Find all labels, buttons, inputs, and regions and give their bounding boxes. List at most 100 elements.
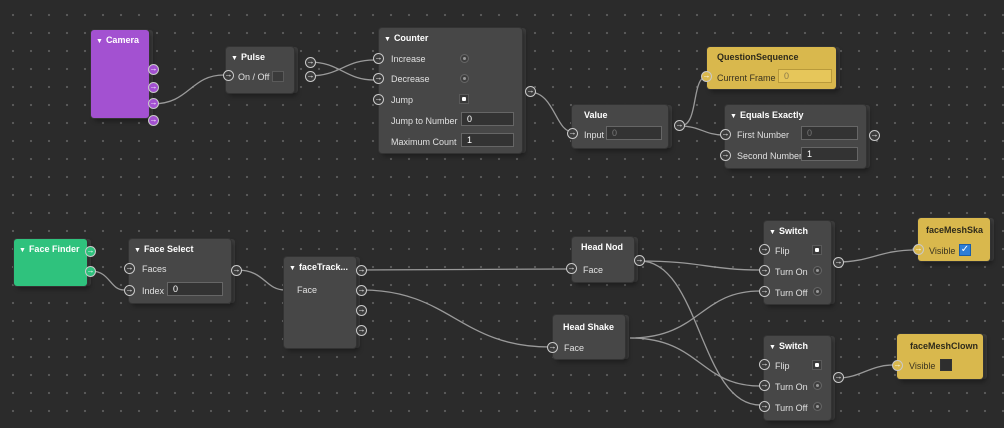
counter-increase-port[interactable]: → [373, 53, 384, 64]
switch-2-turn-on-indicator [813, 381, 822, 390]
pulse-on-off-label: On / Off [238, 72, 270, 82]
collapse-triangle-icon[interactable]: ▼ [769, 229, 776, 236]
face-select-index-port[interactable]: → [124, 285, 135, 296]
switch-1-turn-off-port[interactable]: → [759, 286, 770, 297]
face-tracker-output-port-2[interactable]: → [356, 285, 367, 296]
switch-2-turn-off-port[interactable]: → [759, 401, 770, 412]
face-mesh-ska-input-port[interactable]: → [913, 244, 924, 255]
pulse-output-port-1[interactable]: → [305, 57, 316, 68]
switch-1-flip-port[interactable]: → [759, 244, 770, 255]
counter-jump-to-number-field[interactable]: 0 [461, 112, 514, 126]
face-mesh-ska-node[interactable]: faceMeshSka → Visible ✓ [913, 218, 994, 261]
equals-output-port[interactable]: → [869, 130, 880, 141]
switch-2-title-label: Switch [778, 341, 808, 351]
value-input-port[interactable]: → [567, 128, 578, 139]
wire-switch1-ska [837, 249, 916, 263]
face-mesh-clown-node[interactable]: faceMeshClown → Visible [892, 334, 987, 379]
equals-exactly-node[interactable]: ▼Equals Exactly → First Number 0 → Secon… [720, 105, 880, 168]
head-shake-face-label: Face [564, 343, 585, 353]
collapse-triangle-icon[interactable]: ▼ [134, 247, 141, 254]
counter-maximum-count-field[interactable]: 1 [461, 133, 514, 147]
counter-jump-toggle[interactable] [459, 94, 469, 104]
collapse-triangle-icon[interactable]: ▼ [730, 113, 737, 120]
switch-2-turn-on-port[interactable]: → [759, 380, 770, 391]
equals-first-number-port[interactable]: → [720, 129, 731, 140]
switch-node-2[interactable]: ▼Switch → Flip → Turn On → Turn Off → [759, 336, 844, 420]
head-nod-face-port[interactable]: → [566, 263, 577, 274]
equals-exactly-title: ▼Equals Exactly [730, 110, 803, 120]
collapse-triangle-icon[interactable]: ▼ [19, 247, 26, 254]
value-node[interactable]: Value → Input 0 → [567, 105, 685, 148]
pulse-title: ▼Pulse [231, 52, 265, 62]
face-tracker-title-label: faceTrack... [298, 262, 348, 272]
collapse-triangle-icon[interactable]: ▼ [769, 344, 776, 351]
equals-exactly-title-label: Equals Exactly [739, 110, 804, 120]
switch-2-turn-off-label: Turn Off [775, 403, 808, 413]
question-sequence-input-port[interactable]: → [701, 71, 712, 82]
switch-2-turn-on-label: Turn On [775, 382, 808, 392]
equals-second-number-port[interactable]: → [720, 150, 731, 161]
wire-facefinder-faceselect [90, 270, 125, 291]
switch-1-flip-toggle[interactable] [812, 245, 822, 255]
counter-title-label: Counter [393, 33, 429, 43]
pulse-output-port-2[interactable]: → [305, 71, 316, 82]
head-shake-node[interactable]: Head Shake → Face [547, 315, 629, 359]
switch-2-output-port[interactable]: → [833, 372, 844, 383]
switch-2-flip-port[interactable]: → [759, 359, 770, 370]
value-input-field[interactable]: 0 [606, 126, 662, 140]
face-mesh-clown-input-port[interactable]: → [892, 360, 903, 371]
face-select-node[interactable]: ▼Face Select → Faces → Index 0 → [124, 239, 242, 303]
collapse-triangle-icon[interactable]: ▼ [384, 36, 391, 43]
collapse-triangle-icon[interactable]: ▼ [96, 38, 103, 45]
camera-node[interactable]: ▼Camera → → → → [91, 30, 159, 126]
switch-1-turn-on-label: Turn On [775, 267, 808, 277]
switch-node-1[interactable]: ▼Switch → Flip → Turn On → Turn Off → [759, 221, 844, 304]
wire-tracker-headnod [361, 268, 568, 271]
camera-output-port-3[interactable]: → [148, 98, 159, 109]
counter-maximum-count-label: Maximum Count [391, 137, 457, 147]
camera-output-port-2[interactable]: → [148, 82, 159, 93]
face-select-faces-label: Faces [142, 264, 167, 274]
camera-output-port-1[interactable]: → [148, 64, 159, 75]
switch-1-output-port[interactable]: → [833, 257, 844, 268]
switch-2-flip-toggle[interactable] [812, 360, 822, 370]
equals-first-number-field[interactable]: 0 [801, 126, 858, 140]
question-sequence-node[interactable]: QuestionSequence → Current Frame 0 [701, 47, 840, 89]
face-tracker-output-port-4[interactable]: → [356, 325, 367, 336]
camera-title: ▼Camera [96, 35, 139, 45]
counter-jump-label: Jump [391, 95, 414, 105]
wire-headnod-switch1-on [639, 260, 761, 271]
head-nod-node[interactable]: Head Nod → Face → [566, 237, 645, 282]
pulse-input-port[interactable]: → [223, 70, 234, 81]
face-select-output-port[interactable]: → [231, 265, 242, 276]
counter-increase-indicator [460, 54, 469, 63]
counter-title: ▼Counter [384, 33, 428, 43]
collapse-triangle-icon[interactable]: ▼ [231, 55, 238, 62]
pulse-on-off-toggle[interactable] [272, 71, 284, 82]
question-sequence-current-frame-field[interactable]: 0 [778, 69, 832, 83]
face-finder-output-port-2[interactable]: → [85, 266, 96, 277]
face-mesh-ska-visible-checkbox[interactable]: ✓ [959, 244, 971, 256]
face-mesh-ska-title: faceMeshSka [926, 225, 984, 235]
camera-output-port-4[interactable]: → [148, 115, 159, 126]
switch-1-turn-on-port[interactable]: → [759, 265, 770, 276]
wire-counter-value [528, 91, 574, 133]
face-tracker-output-port-1[interactable]: → [356, 265, 367, 276]
face-finder-output-port-1[interactable]: → [85, 246, 96, 257]
counter-decrease-port[interactable]: → [373, 73, 384, 84]
counter-output-port[interactable]: → [525, 86, 536, 97]
face-mesh-clown-visible-checkbox[interactable] [940, 359, 952, 371]
face-tracker-output-port-3[interactable]: → [356, 305, 367, 316]
face-tracker-node[interactable]: ▼faceTrack... Face → → → → [284, 257, 367, 348]
face-select-faces-port[interactable]: → [124, 263, 135, 274]
counter-jump-port[interactable]: → [373, 94, 384, 105]
counter-node[interactable]: ▼Counter → Increase → Decrease → Jump Ju… [373, 28, 536, 153]
head-nod-output-port[interactable]: → [634, 255, 645, 266]
collapse-triangle-icon[interactable]: ▼ [289, 265, 296, 272]
face-select-index-field[interactable]: 0 [167, 282, 223, 296]
head-shake-face-port[interactable]: → [547, 342, 558, 353]
value-output-port[interactable]: → [674, 120, 685, 131]
equals-second-number-field[interactable]: 1 [801, 147, 858, 161]
pulse-node[interactable]: ▼Pulse → On / Off → → [223, 47, 316, 93]
face-finder-node[interactable]: ▼Face Finder → → [14, 239, 96, 286]
